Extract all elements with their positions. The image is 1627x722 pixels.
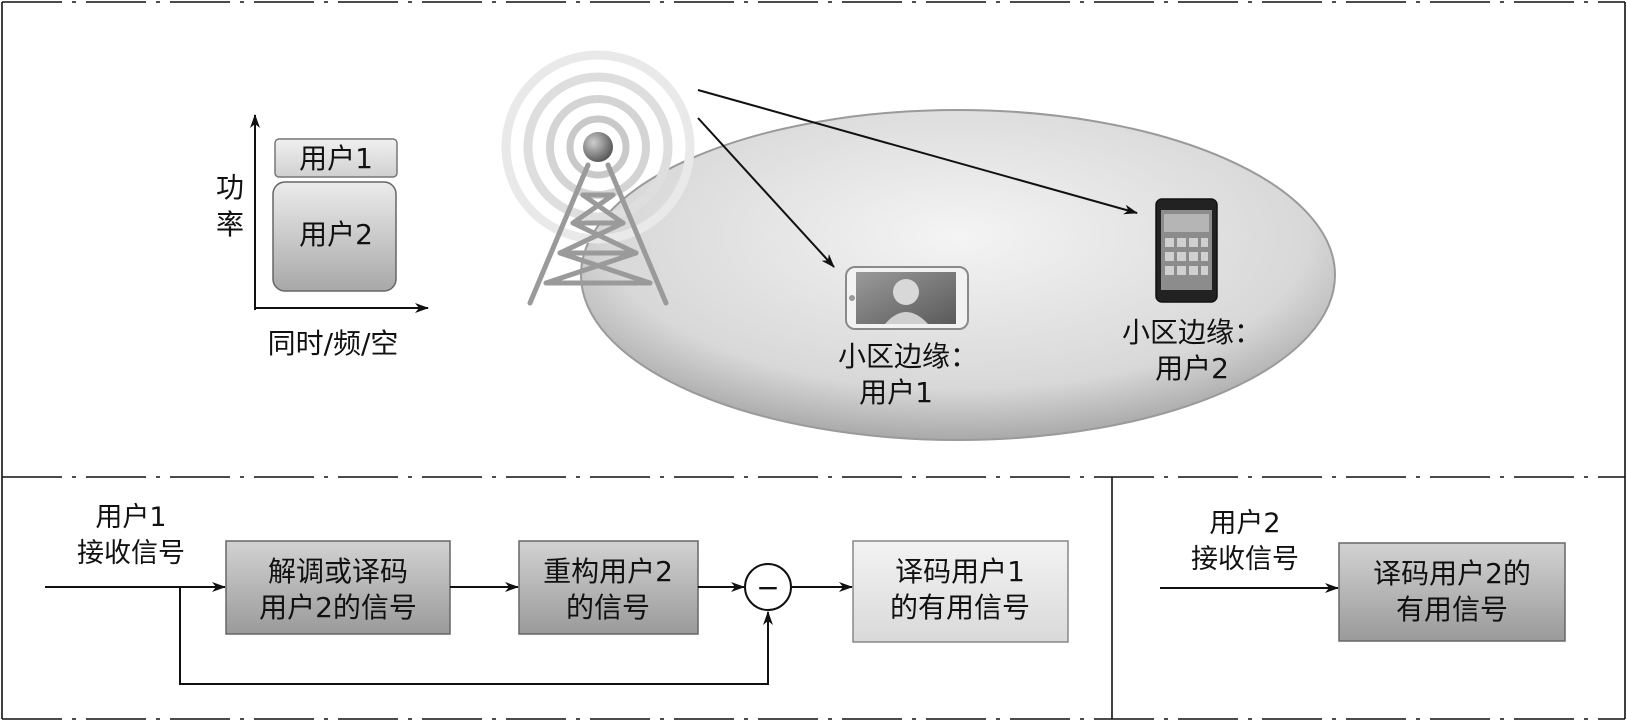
- demod-user2-label-1: 解调或译码: [268, 555, 408, 588]
- cell-edge-user1-label-2: 用户1: [859, 376, 933, 409]
- cell-edge-user2-label-2: 用户2: [1155, 352, 1229, 385]
- decode-user2-box: [1338, 542, 1566, 642]
- y-axis-label-2: 率: [216, 208, 244, 241]
- x-axis-label: 同时/频/空: [268, 327, 399, 360]
- y-axis-label-1: 功: [216, 171, 244, 204]
- demod-user2-box: [225, 540, 451, 635]
- decode-user1-label-1: 译码用户1: [895, 555, 1025, 588]
- receiver1-sic-diagram: 用户1 接收信号 解调或译码 用户2的信号 重构用户2 的信号 − 译码用户1 …: [45, 502, 1069, 685]
- user2-phone-icon: [1155, 198, 1218, 303]
- demod-user2-label-2: 用户2的信号: [259, 591, 417, 624]
- feedforward-path: [179, 587, 773, 685]
- user1-power-label: 用户1: [299, 142, 373, 175]
- decode-user2-label-2: 有用信号: [1396, 593, 1508, 626]
- receiver2-diagram: 用户2 接收信号 译码用户2的 有用信号: [1160, 508, 1566, 642]
- link-arrow-to-user1: [697, 117, 835, 268]
- receiver1-input-label-2: 接收信号: [77, 538, 185, 569]
- base-station-tower-icon: [501, 50, 695, 306]
- subtractor-symbol: −: [756, 571, 779, 604]
- receiver2-input-label-1: 用户2: [1209, 508, 1280, 539]
- power-axes-panel: 用户1 用户2 功 率 同时/频/空: [216, 114, 429, 360]
- user1-power-block: [274, 138, 398, 178]
- link-arrow-to-user2: [697, 89, 1138, 215]
- user2-power-block: [272, 181, 397, 292]
- user1-phone-icon: [845, 266, 969, 330]
- receiver1-input-label-1: 用户1: [95, 502, 166, 533]
- reconstruct-user2-label-2: 的信号: [566, 591, 650, 624]
- user2-power-label: 用户2: [299, 218, 373, 251]
- receiver2-input-label-2: 接收信号: [1191, 544, 1299, 575]
- decode-user2-label-1: 译码用户2的: [1373, 557, 1531, 590]
- decode-user1-label-2: 的有用信号: [890, 591, 1030, 624]
- cell-edge-user1-label-1: 小区边缘：: [838, 340, 978, 373]
- reconstruct-user2-label-1: 重构用户2: [543, 555, 673, 588]
- cell-edge-user2-label-1: 小区边缘：: [1122, 316, 1262, 349]
- decode-user1-box: [852, 540, 1069, 643]
- reconstruct-user2-box: [518, 540, 699, 635]
